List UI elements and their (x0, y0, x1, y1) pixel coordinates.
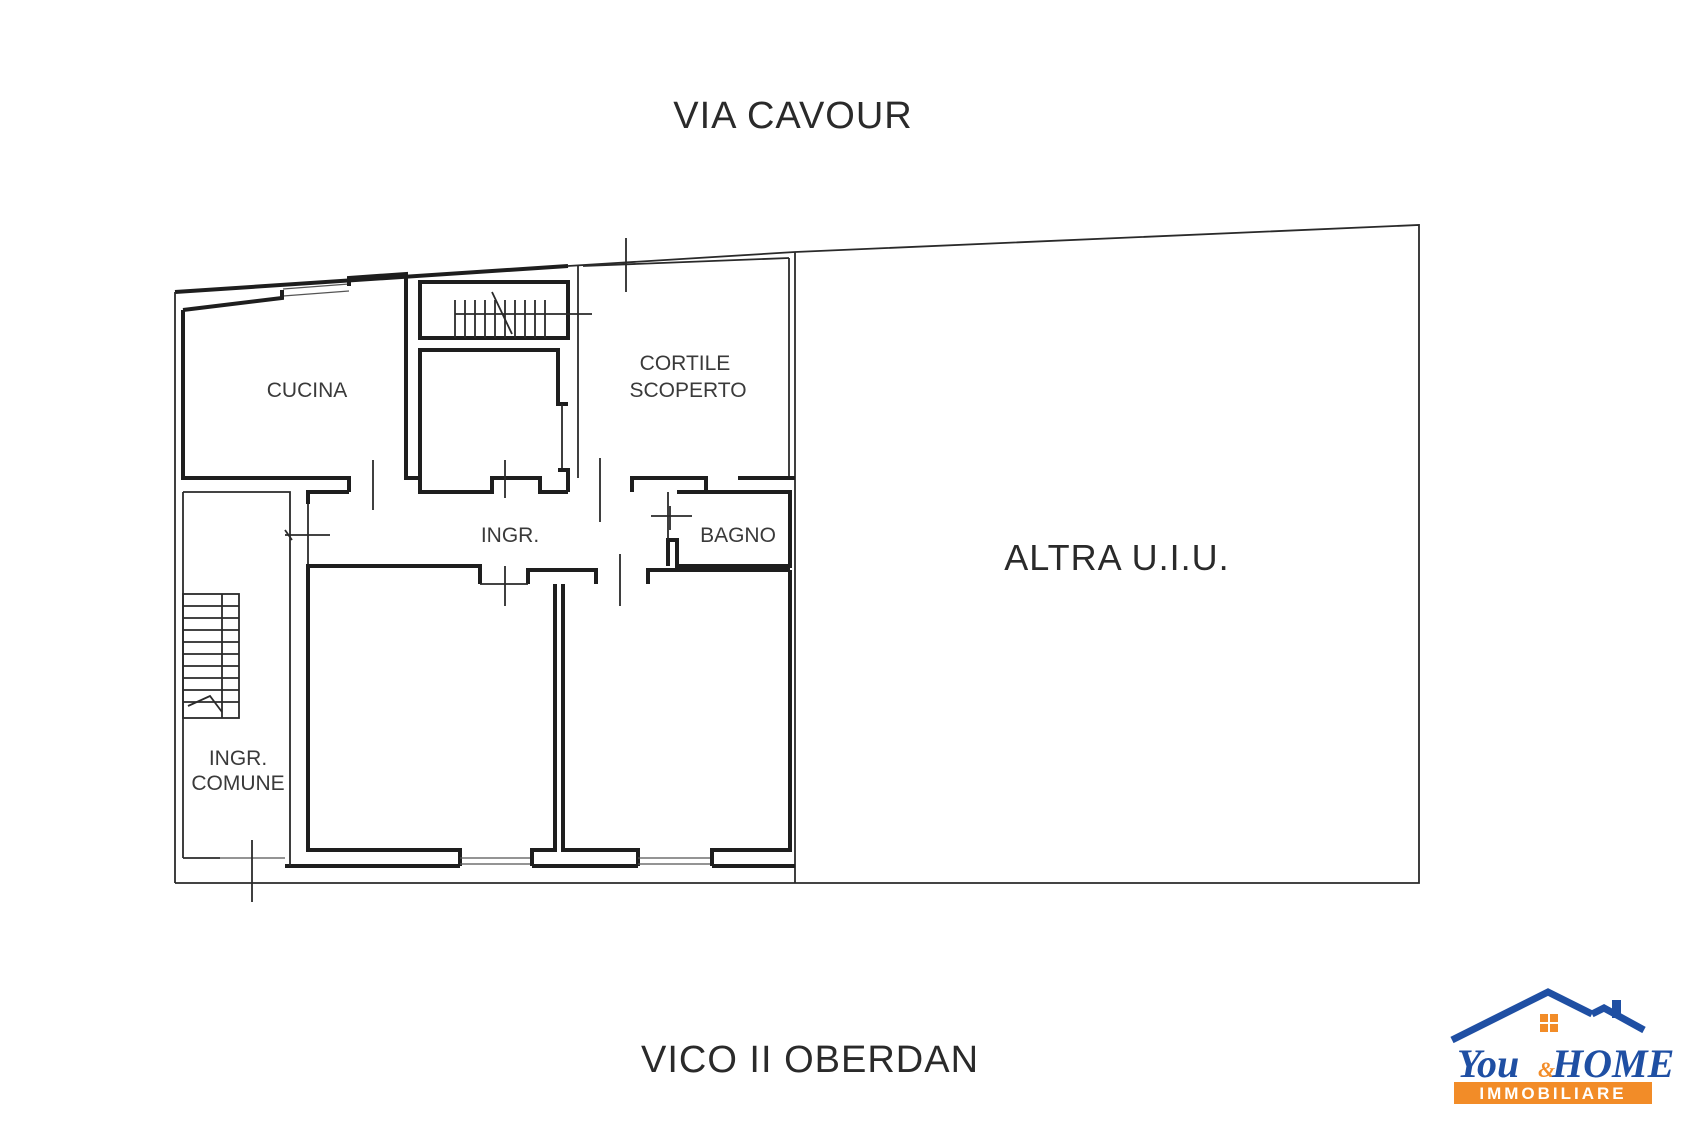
room-label-kitchen: CUCINA (267, 379, 348, 402)
courtyard (577, 266, 795, 522)
apartment-outline (174, 251, 796, 884)
top-windows (282, 238, 627, 297)
bedroom-left (306, 580, 557, 866)
room-label-common-entrance-1: INGR. (209, 747, 267, 770)
common-entrance (182, 491, 291, 866)
other-unit-outline (794, 224, 1420, 884)
stair-block (418, 280, 592, 492)
logo-amp: & (1538, 1057, 1555, 1082)
room-label-courtyard-1: CORTILE (640, 352, 731, 375)
bathroom (651, 490, 792, 568)
room-label-other-unit: ALTRA U.I.U. (1004, 537, 1229, 578)
bottom-wall (220, 840, 795, 902)
room-label-entrance: INGR. (481, 524, 539, 547)
street-label-top: VIA CAVOUR (673, 95, 912, 137)
youhome-logo: You & HOME IMMOBILIARE (1450, 988, 1674, 1104)
logo-sub: IMMOBILIARE (1479, 1084, 1626, 1103)
kitchen-room (181, 271, 568, 510)
house-roof-icon (1450, 988, 1646, 1044)
bedroom-right (561, 570, 792, 866)
logo-home: HOME (1551, 1041, 1674, 1086)
logo-sub-band (1454, 1082, 1652, 1104)
entrance-corridor (284, 460, 790, 606)
room-label-common-entrance-2: COMUNE (191, 772, 284, 795)
room-label-courtyard-2: SCOPERTO (629, 379, 746, 402)
room-label-bathroom: BAGNO (700, 524, 776, 547)
street-label-bottom: VICO II OBERDAN (641, 1039, 979, 1081)
logo-you: You (1457, 1041, 1519, 1086)
